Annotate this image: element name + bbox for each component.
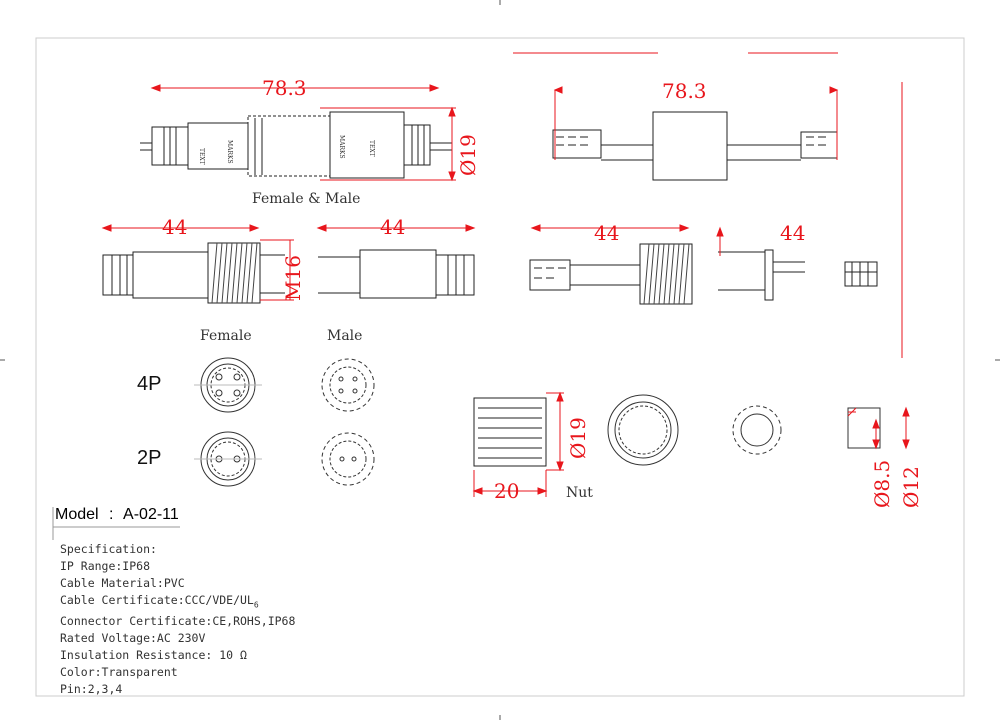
spec-cable-certificate: Cable Certificate:CCC/VDE/UL [60,593,254,607]
pin-label-2p: 2P [137,447,162,469]
assembled-side-view [552,111,838,181]
spec-cable-material: Cable Material:PVC [60,576,185,590]
dim-exploded-male-length: 44 [780,221,805,245]
assembled-connector-view [140,111,452,179]
dim-female-length: 44 [162,215,187,239]
female-connector-view [102,242,285,304]
dim-diameter-main: Ø19 [456,134,480,176]
male-4p-face [321,358,375,412]
model-label: Model [55,506,99,523]
male-2p-face [321,432,375,486]
female-2p-face [194,431,262,487]
dim-line-44-female [101,224,294,301]
spec-cable-certificate-sub: 6 [253,600,259,610]
nut-face-view [607,394,679,466]
pin-label-4p: 4P [137,373,162,395]
svg-text:TEXT: TEXT [368,140,375,157]
dim-overall-length-right: 78.3 [662,79,707,103]
svg-text:MARKS: MARKS [226,140,233,164]
spec-ip-range: IP Range:IP68 [60,559,151,573]
dim-line-nut [472,391,564,497]
dim-line-44-exploded-female [530,224,690,232]
dim-line-78-right [553,86,839,160]
exploded-male-view [718,249,878,301]
exploded-female-view [529,243,693,305]
male-connector-view [318,249,475,299]
face-male-header: Male [327,328,362,344]
sheet-border [35,37,965,697]
specification-block: Specification: IP Range:IP68 Cable Mater… [60,541,295,698]
dim-line-44-male [316,224,476,232]
nut-inner-face-view [732,405,782,455]
dim-line-78-left [150,84,456,182]
female-thread-lines [211,242,258,304]
svg-text:TEXT: TEXT [198,148,205,165]
dim-line-44-exploded-male [716,226,724,256]
spec-pin: Pin:2,3,4 [60,682,123,697]
spec-rated-voltage: Rated Voltage:AC 230V [60,631,206,646]
model-line: Model : A-02-11 [55,506,179,524]
dim-male-length: 44 [380,215,405,239]
cable-seal-view [847,407,881,449]
dim-exploded-female-length: 44 [594,221,619,245]
spec-insulation-resistance: Insulation Resistance: 10 Ω [60,648,247,663]
spec-color: Color:Transparent [60,665,178,680]
spec-heading: Specification: [60,542,157,556]
dim-nut-diameter: Ø19 [566,417,590,459]
dim-cable-inner: Ø8.5 [870,460,894,508]
dim-nut-length: 20 [494,479,519,503]
assembly-caption: Female & Male [252,191,360,207]
nut-side-view [473,397,547,467]
svg-text:MARKS: MARKS [338,135,345,159]
dim-thread: M16 [281,255,305,301]
exploded-thread-lines [643,243,690,305]
model-separator: : [109,506,114,523]
spec-cable-certificate-row: Cable Certificate:CCC/VDE/UL6 [60,592,295,613]
nut-caption: Nut [566,485,593,501]
assembled-tiny-marks: TEXT MARKS MARKS TEXT [198,135,375,165]
spec-connector-certificate: Connector Certificate:CE,ROHS,IP68 [60,614,296,629]
face-female-header: Female [200,328,252,344]
female-4p-face [194,357,262,413]
dim-line-cable [872,406,910,450]
dim-cable-outer: Ø12 [899,466,923,508]
dim-overall-length-left: 78.3 [262,76,307,100]
model-value: A-02-11 [123,506,179,523]
